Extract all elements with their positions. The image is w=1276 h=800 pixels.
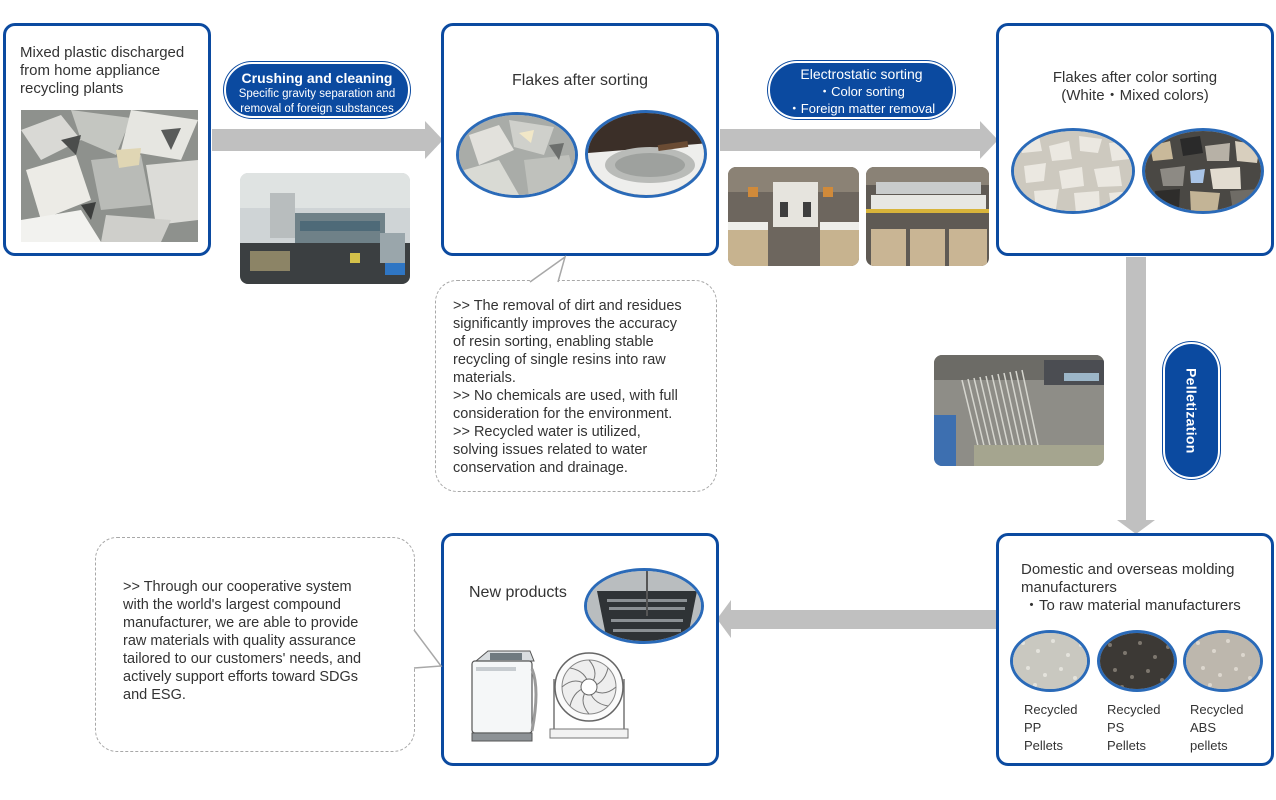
flow-arrow-2	[720, 129, 981, 151]
flow-arrow-2-head	[980, 121, 998, 159]
mixed-plastic-scrap-photo	[21, 110, 198, 242]
callout-cooperation-pointer	[413, 629, 443, 669]
ps-pellets-photo	[1097, 630, 1177, 692]
flow-arrow-3-head	[1117, 520, 1155, 534]
abs-pellets-photo	[1183, 630, 1263, 692]
mixed-color-flakes-photo	[1142, 128, 1264, 214]
shopping-basket-photo	[584, 568, 704, 644]
callout-cooperation: >> Through our cooperative system with t…	[95, 537, 415, 752]
washing-machine-illustration	[471, 650, 538, 742]
step-manufacturers-box: Domestic and overseas molding manufactur…	[996, 533, 1274, 766]
callout-cleaning-benefits: >> The removal of dirt and residues sign…	[435, 280, 717, 492]
crushing-cleaning-label: Crushing and cleaning Specific gravity s…	[224, 62, 410, 118]
step-manufacturers-title: Domestic and overseas molding manufactur…	[1021, 561, 1241, 614]
flow-arrow-4-head	[717, 600, 731, 638]
pelletizer-strands-photo	[934, 355, 1104, 466]
callout-cleaning-pointer	[529, 255, 567, 283]
flow-arrow-3	[1126, 257, 1146, 521]
step-color-sorted-title: Flakes after color sorting (White・Mixed …	[1052, 69, 1218, 104]
pellet-label-ps: Recycled PS Pellets	[1107, 702, 1161, 753]
color-sorter-photo	[866, 167, 989, 266]
step-flakes-sorted-title: Flakes after sorting	[511, 72, 649, 89]
flow-arrow-4	[730, 610, 996, 629]
flow-arrow-1-head	[425, 121, 443, 159]
step-color-sorted-box: Flakes after color sorting (White・Mixed …	[996, 23, 1274, 256]
step-source-title: Mixed plastic discharged from home appli…	[20, 44, 185, 97]
flow-arrow-1	[212, 129, 426, 151]
step-source-box: Mixed plastic discharged from home appli…	[3, 23, 211, 256]
electrostatic-separator-photo	[728, 167, 859, 266]
crushing-washing-line-photo	[240, 173, 410, 284]
step-new-products-box: New products	[441, 533, 719, 766]
pellet-label-abs: Recycled ABS pellets	[1190, 702, 1244, 753]
flakes-in-bag-photo	[585, 110, 707, 198]
circulator-fan-illustration	[549, 652, 629, 739]
step-flakes-sorted-box: Flakes after sorting	[441, 23, 719, 256]
electrostatic-sorting-label: Electrostatic sorting ・Color sorting ・Fo…	[768, 61, 955, 119]
mixed-flakes-photo	[456, 112, 578, 198]
white-flakes-photo	[1011, 128, 1135, 214]
step-new-products-title: New products	[469, 584, 567, 601]
pelletization-label: Pelletization	[1163, 342, 1220, 479]
pp-pellets-photo	[1010, 630, 1090, 692]
pellet-label-pp: Recycled PP Pellets	[1024, 702, 1078, 753]
